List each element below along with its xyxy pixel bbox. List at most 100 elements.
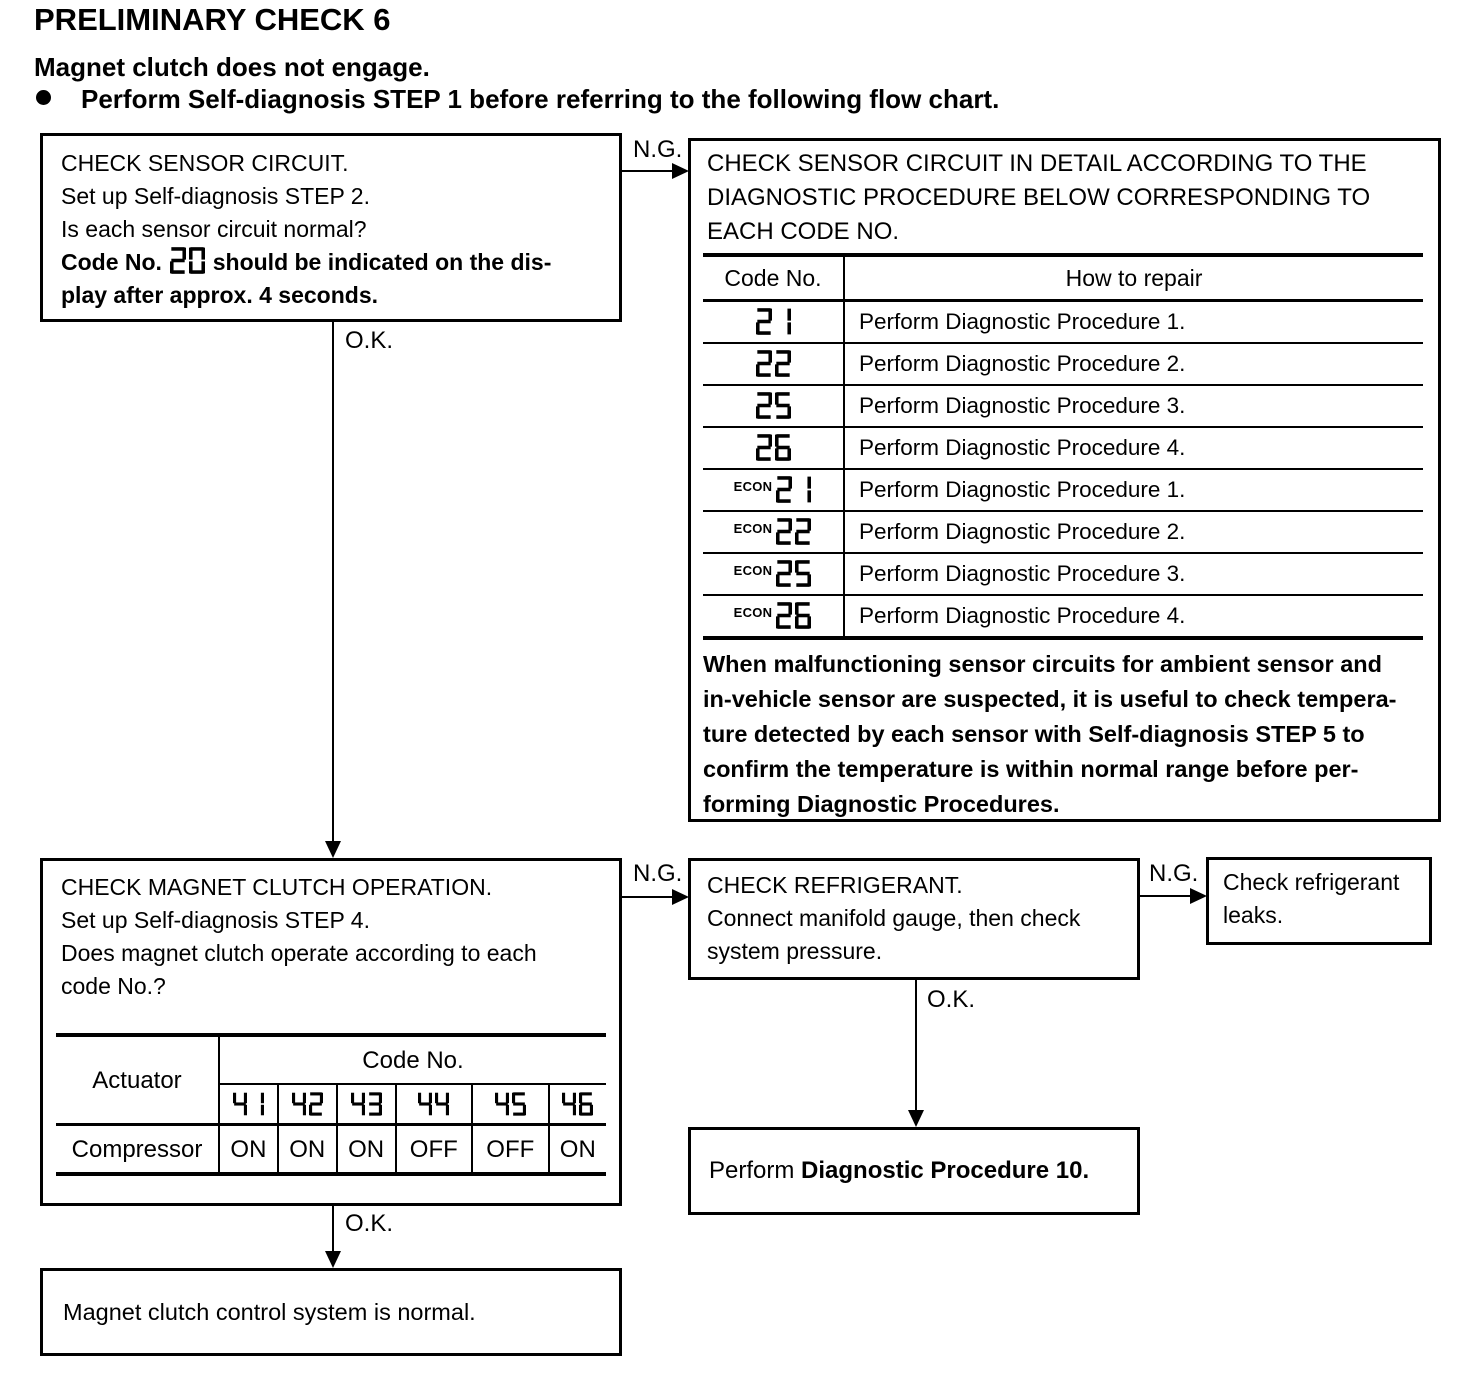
seg7-digit [807, 476, 811, 503]
detail-heading: CHECK SENSOR CIRCUIT IN DETAIL ACCORDING… [707, 147, 1370, 249]
seg7-digit [775, 560, 792, 587]
system-normal-text: Magnet clutch control system is normal. [63, 1298, 476, 1325]
ng-label-1: N.G. [633, 136, 683, 163]
text-line: EACH CODE NO. [707, 218, 900, 245]
repair-cell: Perform Diagnostic Procedure 2. [844, 342, 1423, 385]
code-digit-cell [218, 1083, 278, 1126]
ok-arrowhead-3 [908, 1110, 924, 1127]
ok-label-2: O.K. [345, 1210, 394, 1237]
text-line: CHECK REFRIGERANT. [707, 872, 963, 898]
ng-arrowhead-2 [672, 889, 689, 905]
compressor-label-cell: Compressor [56, 1123, 219, 1175]
code-indication-line-1: Code No. should be indicated on the dis- [61, 246, 601, 279]
code-cell [703, 384, 845, 427]
compressor-state-cell: ON [218, 1123, 278, 1175]
ok-label-3: O.K. [927, 986, 976, 1013]
compressor-state-cell: OFF [471, 1123, 549, 1175]
code-7seg [774, 602, 812, 629]
seg7-digit [794, 518, 811, 545]
ng-label-2: N.G. [633, 860, 683, 887]
repair-cell: Perform Diagnostic Procedure 4. [844, 594, 1423, 638]
seg7-digit [794, 560, 811, 587]
repair-table: Code No. How to repair Perform Diagnosti… [703, 253, 1423, 640]
repair-table-row: ECON Perform Diagnostic Procedure 2. [703, 510, 1423, 553]
repair-table-body: Code No. How to repair Perform Diagnosti… [703, 255, 1423, 638]
repair-cell: Perform Diagnostic Procedure 4. [844, 426, 1423, 469]
code-digits-row [56, 1083, 606, 1126]
actuator-header-cell: Actuator [56, 1035, 219, 1126]
seg7-digit [511, 1091, 526, 1116]
text-line: ture detected by each sensor with Self-d… [703, 721, 1365, 747]
text-line: DIAGNOSTIC PROCEDURE BELOW CORRESPONDING… [707, 184, 1371, 211]
ok-arrowhead-2 [325, 1251, 341, 1268]
code-digit-cell [471, 1083, 549, 1126]
text-line: code No.? [61, 973, 166, 999]
code-digit-cell [276, 1083, 337, 1126]
seg7-digit [579, 1091, 594, 1116]
seg7-digit [368, 1091, 382, 1116]
seg7-digit [794, 602, 811, 629]
code-suffix-1: should be indicated on the dis- [212, 249, 552, 275]
seg7-digit [308, 1091, 323, 1116]
seg7-digit [755, 434, 772, 461]
seg7-digit [291, 1092, 306, 1115]
code-7seg [774, 560, 812, 587]
text-line: in-vehicle sensor are suspected, it is u… [703, 686, 1397, 712]
seg7-digit [755, 308, 772, 335]
seg7-digit [774, 434, 791, 461]
check-sensor-detail-box: CHECK SENSOR CIRCUIT IN DETAIL ACCORDING… [688, 138, 1441, 822]
code-7seg [754, 350, 792, 377]
bullet-row: Perform Self-diagnosis STEP 1 before ref… [36, 84, 999, 115]
text-line: forming Diagnostic Procedures. [703, 791, 1060, 817]
econ-label: ECON [733, 521, 773, 536]
seg7-digit [755, 350, 772, 377]
seg7-digit [755, 392, 772, 419]
text-line: Set up Self-diagnosis STEP 4. [61, 907, 370, 933]
check-refrigerant-box: CHECK REFRIGERANT. Connect manifold gauge… [688, 858, 1140, 980]
perform-procedure-10-box: Perform Diagnostic Procedure 10. [688, 1127, 1140, 1215]
code-cell [703, 426, 845, 469]
sensor-note: When malfunctioning sensor circuits for … [703, 647, 1397, 822]
ng-label-3: N.G. [1149, 860, 1199, 887]
seg7-digit [188, 247, 205, 274]
text-line: CHECK MAGNET CLUTCH OPERATION. [61, 874, 493, 900]
seg7-digit [435, 1092, 450, 1115]
ok-arrow-line-1 [332, 322, 334, 844]
page-title: PRELIMINARY CHECK 6 [34, 2, 391, 37]
bullet-text: Perform Self-diagnosis STEP 1 before ref… [81, 84, 1000, 114]
seg7-digit [494, 1092, 509, 1115]
code-7seg [774, 518, 812, 545]
code-cell: ECON [703, 468, 845, 511]
econ-label: ECON [733, 605, 773, 620]
seg7-digit [775, 518, 792, 545]
compressor-state-cell: OFF [394, 1123, 473, 1175]
repair-cell: Perform Diagnostic Procedure 1. [844, 468, 1423, 511]
ok-arrowhead-1 [325, 841, 341, 858]
code-7seg [754, 308, 792, 335]
code-cell: ECON [703, 510, 845, 553]
bullet-icon [36, 90, 51, 105]
ok-arrow-line-3 [915, 980, 917, 1112]
system-normal-box: Magnet clutch control system is normal. [40, 1268, 622, 1356]
text-line: Set up Self-diagnosis STEP 2. [61, 183, 370, 209]
text-line: leaks. [1223, 902, 1284, 928]
code-indication-line-2: play after approx. 4 seconds. [61, 282, 379, 308]
code-cell [703, 299, 845, 343]
repair-cell: Perform Diagnostic Procedure 3. [844, 384, 1423, 427]
text-line: Connect manifold gauge, then check [707, 905, 1081, 931]
code-prefix: Code No. [61, 249, 162, 275]
seg7-digit [774, 350, 791, 377]
check-sensor-lines: CHECK SENSOR CIRCUIT.Set up Self-diagnos… [61, 147, 601, 246]
check-magnet-clutch-box: CHECK MAGNET CLUTCH OPERATION. Set up Sel… [40, 858, 622, 1206]
actuator-header-row: Actuator Code No. [56, 1035, 606, 1126]
seg7-digit [562, 1092, 577, 1115]
ng-arrowhead-3 [1190, 888, 1207, 904]
ok-label-1: O.K. [345, 327, 394, 354]
repair-table-row: ECON Perform Diagnostic Procedure 1. [703, 468, 1423, 511]
code-cell: ECON [703, 552, 845, 595]
repair-cell: Perform Diagnostic Procedure 3. [844, 552, 1423, 595]
